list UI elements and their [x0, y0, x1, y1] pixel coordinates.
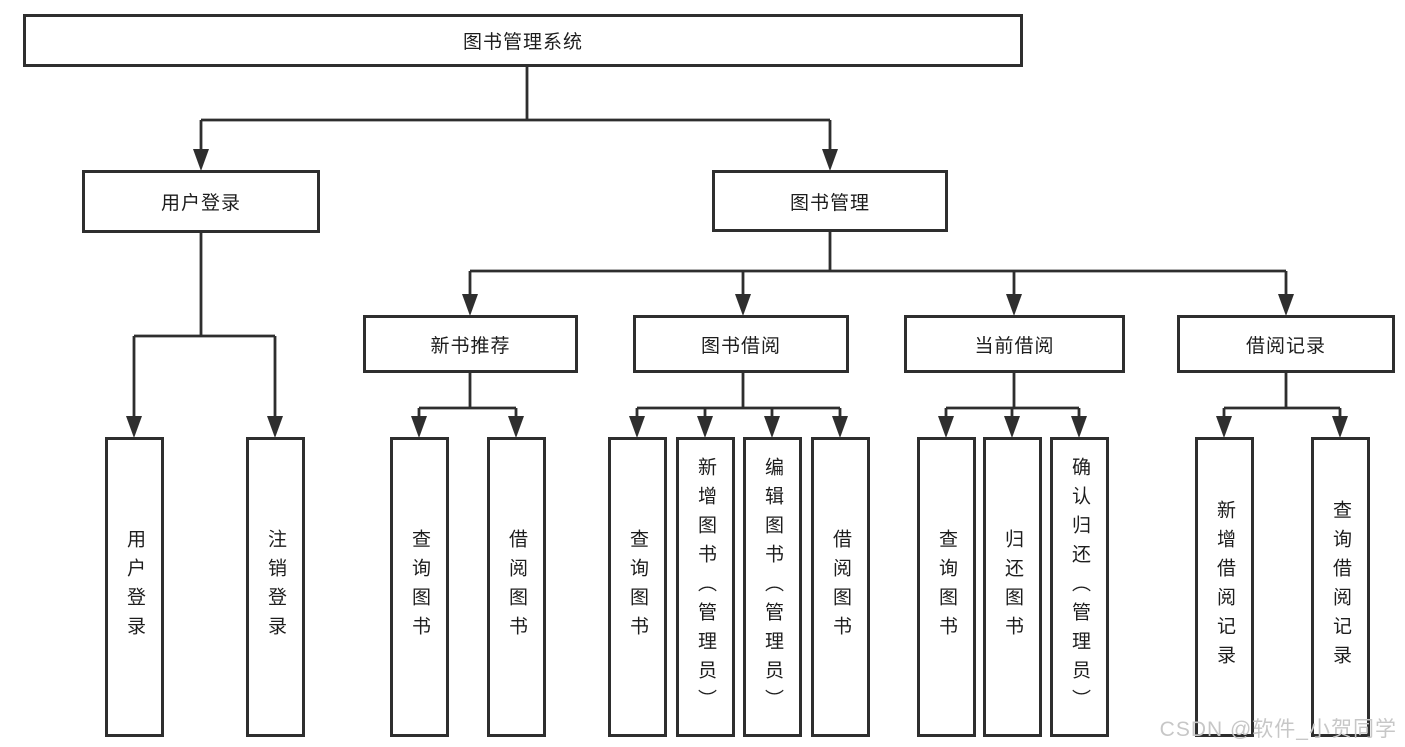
node-label: 查询图书 [627, 529, 648, 645]
node-label: 用户登录 [160, 193, 241, 214]
node-book-management: 图书管理 [712, 170, 948, 232]
node-label: 查询图书 [936, 529, 957, 645]
node-edit-book-admin: 编辑图书（管理员） [743, 437, 802, 737]
node-label: 注销登录 [265, 529, 286, 645]
node-label: 归还图书 [1002, 529, 1023, 645]
node-label: 新增图书（管理员） [695, 456, 716, 718]
node-user-login-leaf: 用户登录 [105, 437, 164, 737]
node-borrow-books: 借阅图书 [811, 437, 870, 737]
node-book-borrowing: 图书借阅 [633, 315, 849, 373]
node-borrowing-records: 借阅记录 [1177, 315, 1395, 373]
node-logout-login: 注销登录 [246, 437, 305, 737]
node-return-book: 归还图书 [983, 437, 1042, 737]
node-label: 查询借阅记录 [1330, 500, 1351, 674]
node-query-books-current: 查询图书 [917, 437, 976, 737]
node-label: 新增借阅记录 [1214, 500, 1235, 674]
node-label: 图书借阅 [700, 335, 781, 357]
node-query-borrow-record: 查询借阅记录 [1311, 437, 1370, 737]
node-label: 新书推荐 [430, 335, 511, 357]
node-label: 借阅记录 [1245, 335, 1326, 357]
node-current-borrowing: 当前借阅 [904, 315, 1125, 373]
node-label: 借阅图书 [506, 529, 527, 645]
node-label: 用户登录 [124, 529, 145, 645]
node-library-management-system: 图书管理系统 [23, 14, 1023, 67]
node-label: 确认归还（管理员） [1069, 456, 1090, 718]
node-label: 借阅图书 [830, 529, 851, 645]
node-confirm-return-admin: 确认归还（管理员） [1050, 437, 1109, 737]
node-query-books-recommend: 查询图书 [390, 437, 449, 737]
node-user-login: 用户登录 [82, 170, 320, 233]
node-add-book-admin: 新增图书（管理员） [676, 437, 735, 737]
csdn-watermark: CSDN @软件_小贺同学 [1159, 718, 1397, 741]
node-borrow-books-recommend: 借阅图书 [487, 437, 546, 737]
node-label: 查询图书 [409, 529, 430, 645]
node-label: 当前借阅 [974, 335, 1055, 357]
node-label: 编辑图书（管理员） [762, 456, 783, 718]
node-label: 图书管理系统 [462, 32, 583, 53]
node-label: 图书管理 [789, 192, 870, 214]
node-query-books-borrowing: 查询图书 [608, 437, 667, 737]
node-new-book-recommendation: 新书推荐 [363, 315, 578, 373]
node-add-borrow-record: 新增借阅记录 [1195, 437, 1254, 737]
